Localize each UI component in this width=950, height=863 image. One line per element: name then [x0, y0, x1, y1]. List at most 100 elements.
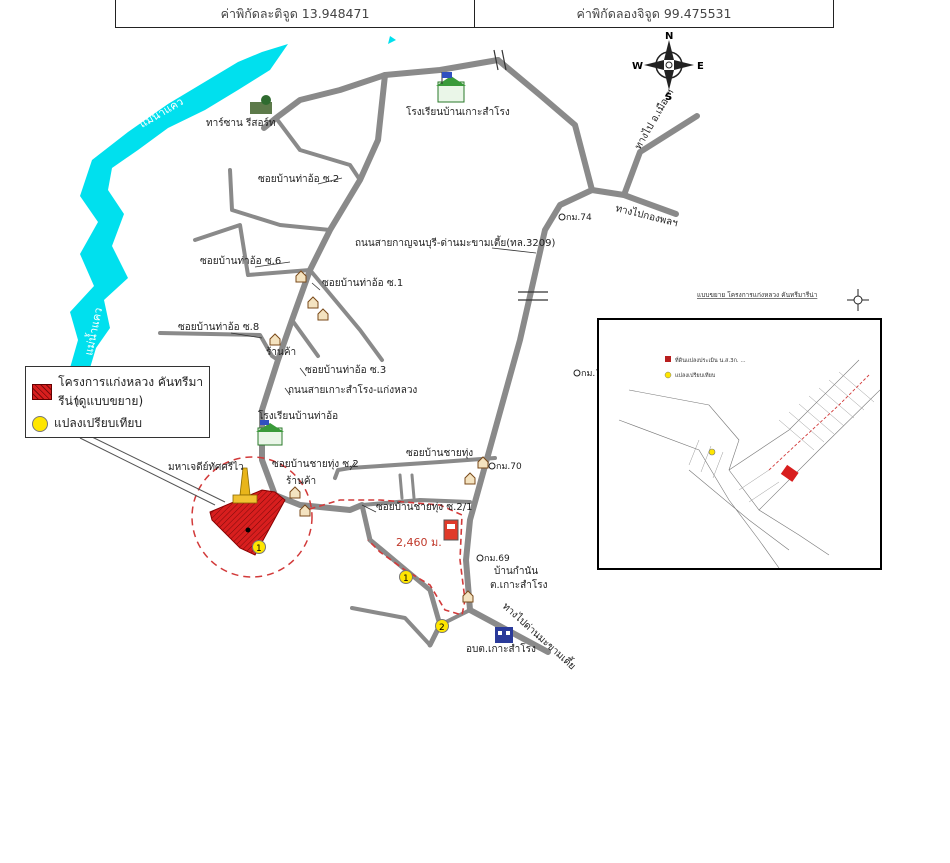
legend-project-row: โครงการแก่งหลวง คันทรีมารีน่า [32, 373, 209, 411]
resort-icon [250, 95, 272, 114]
latitude-box: ค่าพิกัดละติจูด 13.948471 [115, 0, 475, 28]
legend-project-label: โครงการแก่งหลวง คันทรีมารีน่า [58, 375, 204, 408]
legend-project-sub-row: (ดูแบบขยาย) [74, 392, 143, 411]
label-resort: ทาร์ซาน รีสอร์ท [206, 117, 275, 129]
label-soi2: ซอยบ้านท่าอ้อ ซ.2 [258, 173, 339, 185]
label-kamnan-1: บ้านกำนัน [494, 565, 538, 577]
inset-map: ที่ดินแปลงประเมิน น.ส.3ก. ... แปลงเปรียบ… [597, 318, 882, 570]
river-khwae [70, 36, 396, 368]
house-icon [299, 504, 311, 517]
compare-markers: 1 1 2 [252, 540, 449, 633]
highway-to-city [589, 113, 700, 198]
legend-compare-row: แปลงเปรียบเทียบ [32, 414, 142, 433]
project-radius-circle [191, 456, 313, 578]
compare-marker-1 [252, 540, 266, 554]
school-icon-mid [256, 420, 284, 446]
house-icon [269, 333, 281, 346]
km-74: กม.74 [566, 213, 592, 223]
route-distance-line [299, 499, 466, 617]
soi-tha-o-1 [308, 268, 384, 362]
left-lower-road [350, 606, 432, 647]
soi-tha-o-2b [228, 168, 332, 232]
label-school-top: โรงเรียนบ้านเกาะสำโรง [406, 105, 510, 118]
label-main-road: ถนนสายกาญจนบุรี-ด่านมะขามเตี้ย(ทล.3209) [355, 235, 555, 249]
house-icon [477, 456, 489, 469]
label-temple: มหาเจดีย์ทัศศรีไว [168, 461, 244, 473]
label-soi1: ซอยบ้านท่าอ้อ ซ.1 [322, 277, 403, 289]
soi-tha-o-8 [158, 331, 280, 362]
label-chai-thung: ซอยบ้านชายทุ่ง [406, 447, 473, 459]
label-soi8: ซอยบ้านท่าอ้อ ซ.8 [178, 321, 259, 333]
latitude-label: ค่าพิกัดละติจูด 13.948471 [220, 5, 370, 21]
house-icon [295, 270, 307, 283]
house-icon [317, 308, 329, 321]
soi-tha-o-3 [290, 318, 320, 358]
compass-w: W [632, 61, 643, 72]
house-icons [269, 270, 489, 603]
project-parcel [209, 489, 286, 556]
compare-marker-2 [399, 570, 413, 584]
main-highway [463, 57, 595, 655]
label-pointer-lines [230, 177, 537, 513]
km-post-icon [488, 462, 496, 470]
legend-pointer-lines [79, 435, 226, 506]
label-school-mid: โรงเรียนบ้านท่าอ้อ [258, 409, 338, 422]
km-70: กม.70 [496, 462, 522, 472]
label-soi6: ซอยบ้านท่าอ้อ ซ.6 [200, 255, 281, 267]
inset-route [768, 374, 870, 471]
soi-tha-o-2 [274, 116, 362, 182]
map-legend: โครงการแก่งหลวง คันทรีมารีน่า (ดูแบบขยาย… [25, 366, 210, 438]
km-post-icon [558, 213, 566, 221]
svg-text:2: 2 [439, 623, 445, 633]
svg-text:1: 1 [403, 574, 409, 584]
svg-text:1: 1 [256, 544, 262, 554]
label-chai-thung-2: ซอยบ้านชายทุ่ง ซ.2 [272, 458, 359, 470]
km-post-icon [476, 554, 484, 562]
compass-e: E [697, 61, 704, 72]
longitude-box: ค่าพิกัดลองจิจูด 99.475531 [474, 0, 834, 28]
km-69: กม.69 [484, 554, 510, 564]
gas-station-icon [443, 519, 459, 541]
km-post-icon [573, 369, 581, 377]
compare-marker-3 [435, 619, 449, 633]
label-soi3: ซอยบ้านท่าอ้อ ซ.3 [305, 364, 386, 376]
project-point [245, 527, 251, 533]
compass-s: S [665, 92, 672, 103]
obt-office-icon [495, 627, 513, 643]
legend-project-sub: (ดูแบบขยาย) [74, 394, 144, 408]
longitude-label: ค่าพิกัดลองจิจูด 99.475531 [576, 5, 732, 21]
compare-dot-icon [32, 415, 48, 432]
label-obt: อบต.เกาะสำโรง [466, 642, 536, 655]
label-shop1: ร้านค้า [266, 346, 296, 358]
compass-n: N [665, 31, 673, 42]
label-kamnan-2: ต.เกาะสำโรง [490, 578, 548, 591]
inset-project-parcel [780, 464, 799, 482]
soi-loop [398, 473, 416, 500]
label-shop2: ร้านค้า [286, 475, 316, 487]
compass-rose: N S W E [632, 31, 704, 103]
inset-legend-plot: ที่ดินแปลงประเมิน น.ส.3ก. ... [675, 356, 746, 364]
soi-chai-thung [333, 456, 497, 480]
inset-legend-compare: แปลงเปรียบเทียบ [675, 372, 716, 379]
school-icon-top [436, 72, 466, 103]
highway-to-camp [621, 192, 679, 217]
soi-tha-o-6 [193, 223, 312, 277]
inset-compass [847, 289, 869, 311]
house-icon [307, 296, 319, 309]
label-chai-thung-21: ซอยบ้านชายทุ่ง ซ.2/1 [376, 501, 472, 513]
house-icon [289, 486, 301, 499]
stupa-icon [232, 467, 258, 504]
inset-title: แบบขยาย โครงการแก่งหลวง คันทรีมารีน่า [697, 291, 818, 299]
legend-compare-label: แปลงเปรียบเทียบ [54, 416, 143, 430]
label-kaeng-road: ถนนสายเกาะสำโรง-แก่งหลวง [288, 383, 417, 396]
km-71: กม.71 [581, 369, 607, 379]
soi-chai-thung-21 [360, 498, 472, 507]
route-distance-label: 2,460 ม. [396, 536, 442, 549]
km-markers: กม.74 กม.71 กม.70 กม.69 [476, 213, 607, 564]
project-swatch-icon [32, 384, 53, 400]
inset-plan: ที่ดินแปลงประเมิน น.ส.3ก. ... แปลงเปรียบ… [618, 356, 880, 568]
inset-compare-point [708, 448, 716, 456]
house-icon [464, 472, 476, 485]
house-icon [462, 590, 474, 603]
